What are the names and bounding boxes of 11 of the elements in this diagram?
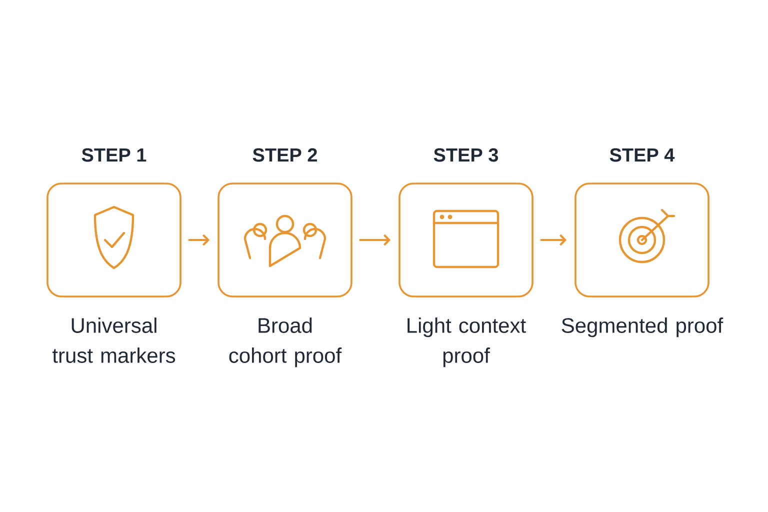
- step-caption: Broad cohort proof: [229, 318, 342, 368]
- arrow: [188, 234, 210, 246]
- step-heading: STEP 3: [434, 148, 498, 162]
- step-caption: Light context proof: [408, 318, 526, 368]
- step-heading: STEP 1: [82, 148, 146, 162]
- step-heading: STEP 2: [252, 148, 317, 162]
- step-caption: Universal trust markers: [52, 318, 176, 363]
- step-heading: STEP 4: [610, 148, 675, 162]
- step-caption: Segmented proof: [562, 318, 724, 338]
- arrow: [540, 234, 567, 246]
- arrow: [359, 234, 391, 246]
